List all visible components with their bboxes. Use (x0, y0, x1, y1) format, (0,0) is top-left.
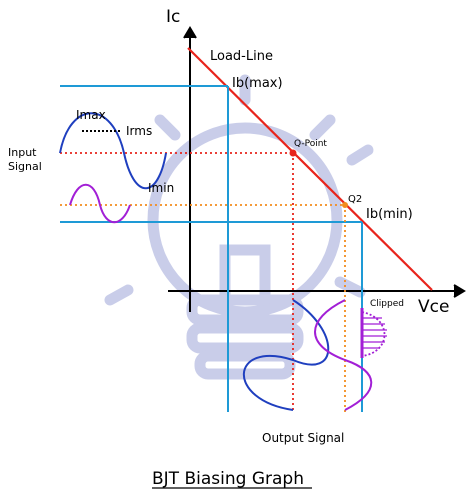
clipped-region (360, 308, 387, 358)
input-signal-small-wave (69, 184, 131, 224)
x-axis-arrow-icon (453, 284, 466, 298)
irms-label: Irms (126, 124, 152, 138)
output-signal-small-wave (314, 299, 373, 411)
axes (168, 26, 466, 312)
x-axis-label: Vce (418, 297, 449, 317)
imin-label: Imin (148, 181, 174, 195)
ib-max-label: Ib(max) (232, 76, 283, 91)
input-signal-label-2: Signal (8, 160, 42, 173)
imax-label: Imax (76, 108, 106, 122)
ib-min-label: Ib(min) (366, 207, 413, 222)
y-axis-arrow-icon (183, 26, 197, 39)
load-line-label: Load-Line (210, 49, 273, 64)
input-signal-label-1: Input (8, 146, 37, 159)
output-signal-wave (242, 299, 330, 411)
y-axis-label: Ic (166, 7, 180, 27)
q-point-label: Q-Point (294, 139, 327, 149)
page-title: BJT Biasing Graph (152, 469, 304, 489)
q-point-guides (60, 152, 346, 412)
q-point-marker (289, 149, 297, 157)
q2-marker (342, 202, 348, 208)
input-signal-wave (59, 112, 167, 189)
output-signal-label: Output Signal (262, 431, 344, 445)
clipped-label: Clipped (370, 299, 404, 309)
q2-label: Q2 (348, 194, 362, 205)
lightbulb-watermark-icon (104, 74, 374, 380)
